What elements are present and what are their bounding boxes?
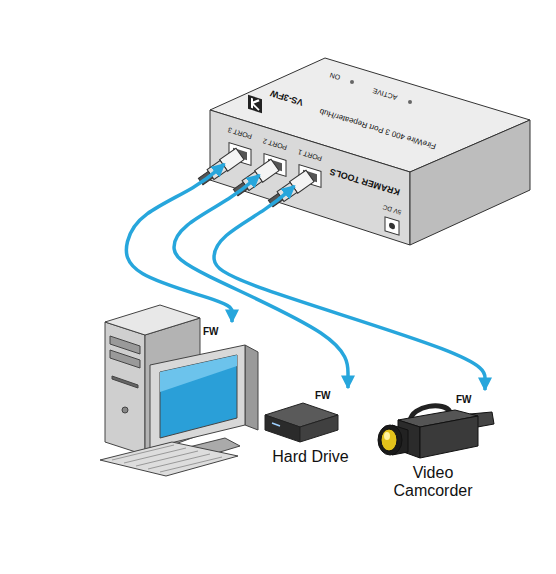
jack-frame xyxy=(385,217,399,235)
firewire-cable xyxy=(214,186,485,390)
hub-device: VS-3FWFireWire 400 3 Port Repeater/HubPO… xyxy=(205,50,535,250)
monitor-side xyxy=(245,345,258,430)
jack-hole xyxy=(389,222,395,230)
power-label: 5V DC xyxy=(382,204,402,216)
computer: FW xyxy=(100,322,265,472)
tower-front xyxy=(105,322,145,455)
video-camcorder: FW Video Camcorder xyxy=(368,390,508,505)
keyboard xyxy=(100,442,238,476)
indicator-label: ACTIVE xyxy=(372,87,398,102)
logo-k xyxy=(252,98,259,110)
monitor-bezel xyxy=(150,345,245,448)
port-label: PORT 3 xyxy=(227,126,253,141)
drive-side xyxy=(300,415,338,442)
device-name: Video Camcorder xyxy=(383,464,483,499)
lens-glint xyxy=(384,432,390,440)
hard-drive-icon xyxy=(265,403,338,442)
port-label: PORT 2 xyxy=(262,137,288,152)
port: PORT 3 xyxy=(225,124,256,164)
power-button xyxy=(122,407,128,413)
power-jack xyxy=(385,217,399,235)
product-name: FireWire 400 3 Port Repeater/Hub xyxy=(319,106,438,150)
device-name: Hard Drive xyxy=(263,448,358,466)
port: PORT 1 xyxy=(295,146,326,186)
tower-top xyxy=(105,305,200,335)
model-name: VS-3FW xyxy=(269,87,304,106)
logo-square xyxy=(248,95,262,113)
led xyxy=(350,80,354,84)
lens-glass xyxy=(381,429,397,451)
drive-bay xyxy=(110,350,140,368)
keyboard-keys xyxy=(112,445,222,472)
port: PORT 2 xyxy=(260,135,291,175)
camcorder-side xyxy=(420,416,478,458)
hard-drive: FW Hard Drive xyxy=(255,388,365,470)
kramer-logo xyxy=(248,95,262,113)
drive-light xyxy=(272,423,280,426)
lens-ring xyxy=(378,425,402,455)
monitor-screen xyxy=(160,355,237,438)
camcorder-icon xyxy=(378,406,494,458)
hub-housing xyxy=(210,58,530,245)
brand-label: KRAMER TOOLS xyxy=(329,166,402,197)
drive-front xyxy=(265,415,300,442)
floppy-slot xyxy=(112,376,138,388)
fw-label: FW xyxy=(315,390,331,401)
firewire-cable xyxy=(174,175,348,388)
port-label: PORT 1 xyxy=(297,148,323,163)
computer-icon xyxy=(100,305,258,476)
fw-label: FW xyxy=(203,326,219,337)
led xyxy=(408,100,412,104)
firewire-cable xyxy=(126,164,232,322)
screen-glare xyxy=(160,355,237,392)
fw-label: FW xyxy=(456,394,472,405)
indicator-label: ON xyxy=(329,71,341,81)
